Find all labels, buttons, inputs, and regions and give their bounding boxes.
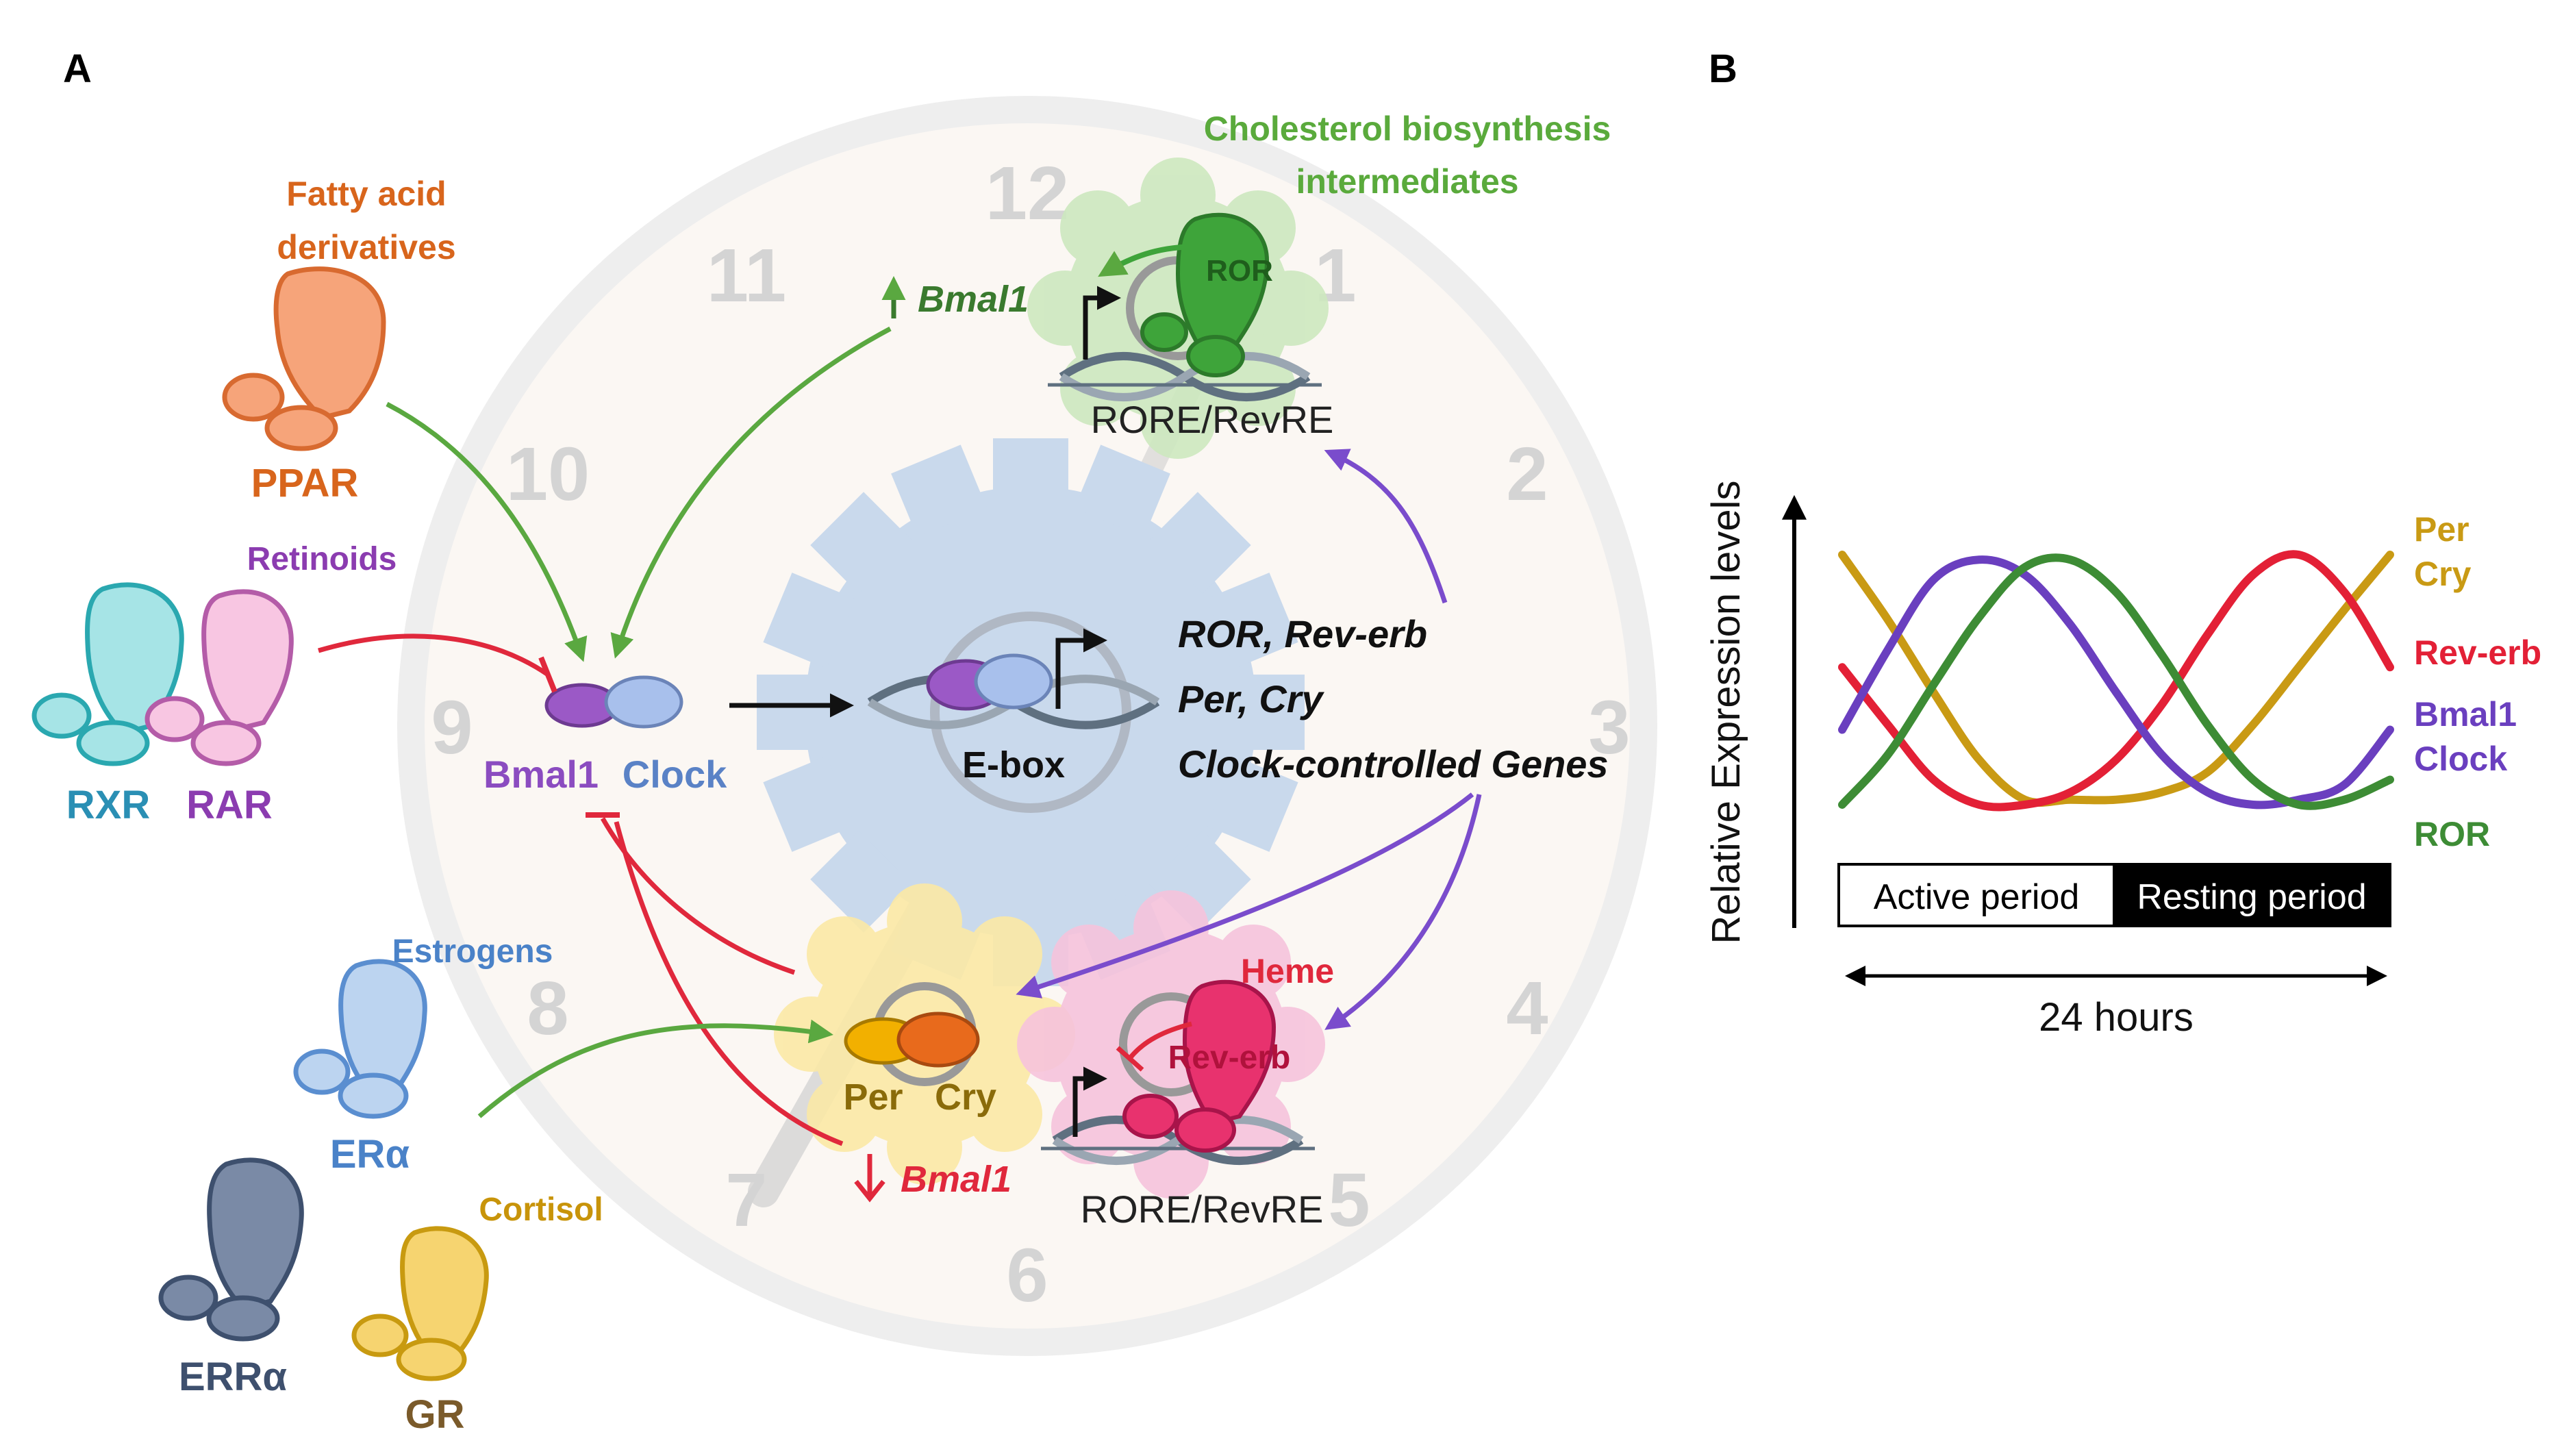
- targets-to-reverb-arrow: [1324, 794, 1482, 1030]
- series-line-per-cry: [1838, 551, 2394, 807]
- er-label: ERα: [330, 1132, 410, 1177]
- bmal1-up-to-dimer-arrow: [610, 326, 892, 659]
- legend-clock: Clock: [2414, 740, 2507, 778]
- inhibition-bar-icon: [1116, 1046, 1144, 1072]
- err-receptor: [158, 1157, 304, 1342]
- clock-number-6: 6: [1006, 1233, 1048, 1318]
- clock-number-5: 5: [1328, 1158, 1370, 1242]
- cholesterol-label-line2: intermediates: [1296, 162, 1518, 201]
- dna-top: [1048, 352, 1322, 401]
- cholesterol-label-line1: Cholesterol biosynthesis: [1204, 110, 1611, 148]
- ror-activates-arrow: [1098, 244, 1199, 277]
- clock-number-9: 9: [431, 686, 473, 770]
- rar-receptor: [144, 589, 294, 766]
- inhibition-bar-icon-3: [538, 656, 557, 693]
- clock-numbers: 12 1 2 3 4 5 6 7 8 9 10 11: [431, 151, 1630, 1318]
- ror-protein: ROR: [1140, 212, 1273, 377]
- clock-number-7: 7: [725, 1158, 767, 1242]
- panel-a-label: A: [63, 47, 92, 91]
- target-ror-reverb: ROR, Rev-erb: [1178, 612, 1427, 655]
- series-line-rev-erb: [1838, 550, 2394, 812]
- y-axis-label: Relative Expression levels: [1704, 481, 1748, 944]
- err-label: ERRα: [179, 1355, 287, 1399]
- rar-inhibits-line: [318, 633, 549, 677]
- clock-number-3: 3: [1588, 686, 1630, 770]
- clock-number-10: 10: [506, 432, 590, 516]
- rxr-label: RXR: [66, 783, 150, 827]
- per-cry-dimer: [844, 1012, 980, 1068]
- gr-receptor: [351, 1226, 489, 1381]
- legend-ror: ROR: [2414, 815, 2490, 853]
- fatty-acid-label-line2: derivatives: [277, 228, 455, 266]
- rore-top-label: RORE/RevRE: [1091, 398, 1334, 441]
- clock-number-11: 11: [707, 234, 786, 318]
- er-receptor: [293, 959, 427, 1119]
- clock-number-2: 2: [1506, 432, 1548, 516]
- cortisol-label: Cortisol: [479, 1192, 603, 1228]
- bmal1-up: Bmal1: [881, 276, 1029, 320]
- reverb-protein: [1122, 979, 1277, 1153]
- bmal1-down-label: Bmal1: [901, 1159, 1011, 1200]
- ebox-complex: E-box: [926, 628, 1107, 786]
- series-line-ror: [1838, 553, 2394, 810]
- clock-label: Clock: [623, 753, 727, 796]
- cry-label: Cry: [935, 1077, 996, 1118]
- panel-b-label: B: [1709, 47, 1737, 91]
- legend-cry: Cry: [2414, 555, 2472, 593]
- promoter-bottom-icon: [1072, 1066, 1107, 1137]
- legend-bmal1: Bmal1: [2414, 695, 2517, 733]
- retinoids-label: Retinoids: [247, 541, 397, 577]
- series-layer: [1838, 550, 2394, 812]
- bmal1-down-line: [614, 821, 844, 1146]
- down-arrowhead-icon: [854, 1179, 885, 1203]
- expression-chart: Relative Expression levels Per Cry Rev-e…: [1704, 481, 2541, 1040]
- rxr-receptor: [32, 582, 184, 766]
- legend-per: Per: [2414, 510, 2469, 549]
- resting-period-box: [2113, 863, 2391, 927]
- active-period-box: [1837, 863, 2115, 927]
- series-line-bmal1-clock: [1838, 555, 2394, 809]
- percry-inhibits-dimer-line: [600, 817, 796, 975]
- ebox-label: E-box: [962, 744, 1065, 786]
- resting-period-label: Resting period: [2137, 877, 2366, 917]
- targets-to-ror-arrow: [1324, 449, 1448, 604]
- fatty-acid-label-line1: Fatty acid: [286, 175, 446, 213]
- ppar-label: PPAR: [251, 461, 359, 505]
- ppar-receptor: [222, 266, 386, 451]
- target-ccg: Clock-controlled Genes: [1178, 742, 1609, 786]
- reverb-inhibits-line: [1128, 1021, 1192, 1060]
- promoter-top-icon: [1083, 286, 1121, 360]
- clock-number-12: 12: [985, 151, 1069, 236]
- estrogens-label: Estrogens: [392, 933, 553, 970]
- ror-protein-label: ROR: [1206, 254, 1273, 288]
- heme-label: Heme: [1241, 952, 1334, 990]
- rar-label: RAR: [186, 783, 273, 827]
- per-label: Per: [843, 1077, 903, 1118]
- bmal1-up-label: Bmal1: [918, 279, 1029, 320]
- rore-bottom-label: RORE/RevRE: [1081, 1188, 1324, 1231]
- target-per-cry: Per, Cry: [1178, 677, 1325, 720]
- targets-to-percry-arrow: [1016, 792, 1474, 999]
- promoter-center-icon: [1055, 628, 1107, 709]
- legend-reverb: Rev-erb: [2414, 633, 2541, 672]
- x-axis-label: 24 hours: [2039, 995, 2194, 1040]
- gr-label: GR: [405, 1392, 465, 1437]
- active-period-label: Active period: [1874, 877, 2080, 917]
- clock-number-4: 4: [1506, 966, 1548, 1051]
- clock-number-8: 8: [527, 966, 568, 1051]
- bmal1-label: Bmal1: [483, 753, 599, 796]
- ppar-activates-arrow: [386, 401, 588, 662]
- bmal1-clock-dimer: [544, 675, 683, 729]
- reverb-protein-label: Rev-erb: [1168, 1040, 1291, 1076]
- er-activates-arrow: [477, 1019, 833, 1118]
